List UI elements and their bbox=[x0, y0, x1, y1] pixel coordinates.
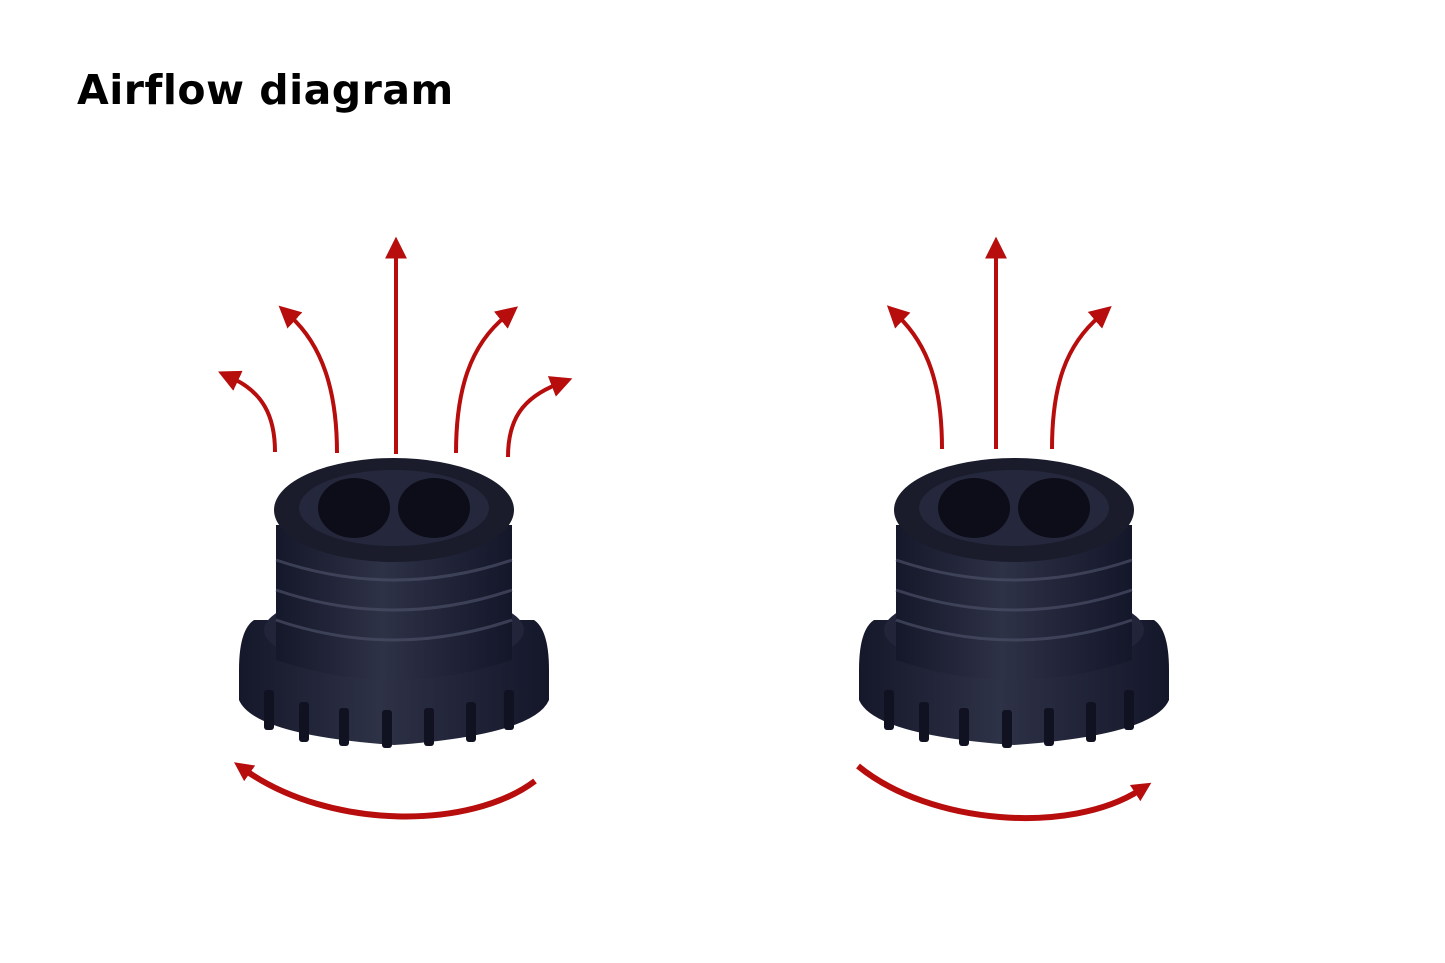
vent-plug-image bbox=[857, 456, 1171, 750]
airflow-arrows bbox=[886, 236, 1112, 450]
airflow-arrow-icon bbox=[218, 370, 277, 453]
airflow-arrow-icon bbox=[278, 305, 339, 454]
rotation-arrow-cw-icon bbox=[856, 763, 1152, 821]
airflow-arrows bbox=[218, 236, 573, 458]
vent-plug-image bbox=[237, 456, 551, 750]
rotation-arrow-ccw-icon bbox=[234, 762, 537, 820]
diagram-right bbox=[856, 236, 1171, 821]
diagram-left bbox=[218, 236, 573, 820]
airflow-arrow-icon bbox=[886, 305, 944, 450]
airflow-arrow-icon bbox=[454, 306, 518, 454]
airflow-arrow-icon bbox=[1050, 306, 1112, 450]
page-title: Airflow diagram bbox=[77, 66, 454, 114]
airflow-arrow-icon bbox=[506, 376, 573, 458]
